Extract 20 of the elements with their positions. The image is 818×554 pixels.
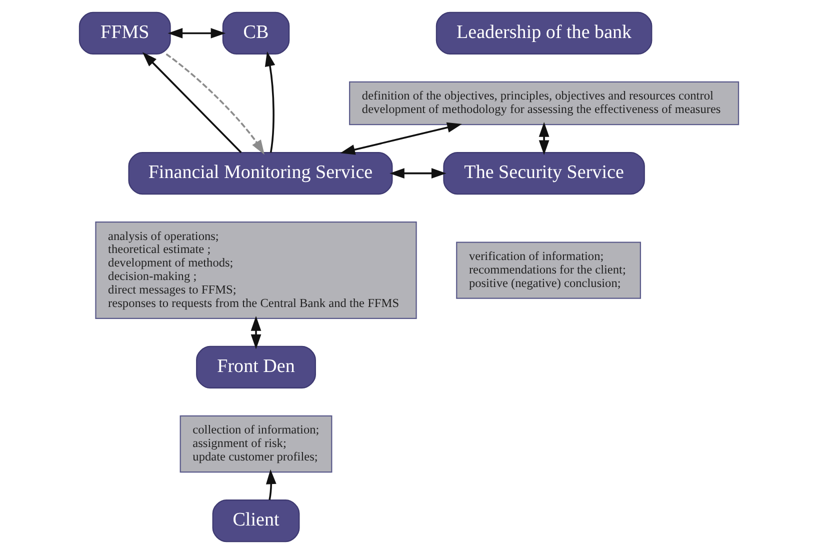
- node-box: Front Den: [196, 346, 316, 389]
- arrow: [166, 53, 264, 155]
- node-box: Financial Monitoring Service: [128, 152, 393, 195]
- node-box: The Security Service: [443, 152, 645, 195]
- node-box: definition of the objectives, principles, objectives and resources control development of methodology for assessing the effectiveness of measures: [349, 81, 740, 126]
- arrow: [142, 52, 242, 154]
- arrow: [250, 316, 262, 350]
- node-box: collection of information; assignment of risk; update customer profiles;: [180, 415, 332, 473]
- arrow: [264, 51, 276, 153]
- arrow: [266, 469, 276, 500]
- node-box: Leadership of the bank: [436, 12, 652, 55]
- node-box: CB: [222, 12, 290, 55]
- arrow: [168, 28, 226, 38]
- node-box: Client: [212, 499, 300, 542]
- arrow: [340, 122, 462, 155]
- node-box: analysis of operations; theoretical estimate ; development of methods; decision-making ; direct messages to FFMS; responses to requests from the Central Bank and the FFMS: [95, 222, 417, 320]
- node-box: verification of information; recommendations for the client; positive (negative) conclusion;: [456, 242, 641, 299]
- arrow: [538, 122, 550, 156]
- node-box: FFMS: [78, 12, 171, 55]
- arrow: [390, 168, 446, 179]
